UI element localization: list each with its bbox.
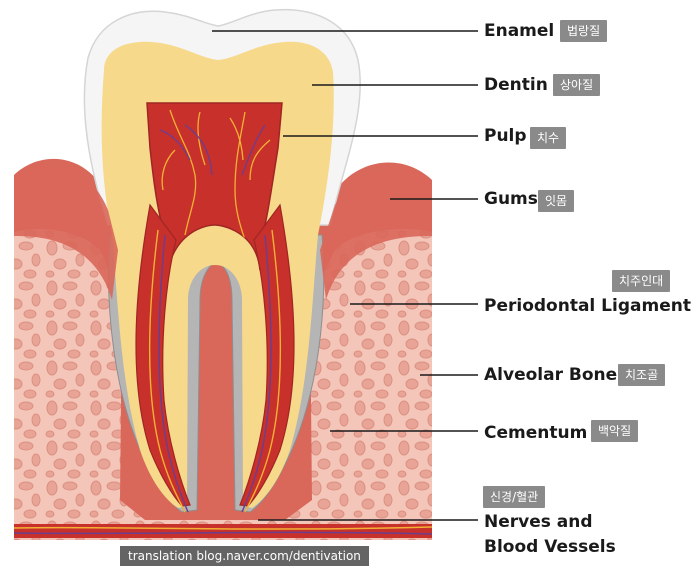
label-pulp: Pulp (484, 126, 527, 146)
blood-vessel-band (14, 524, 432, 538)
label-alveolar-korean: 치조골 (618, 364, 666, 386)
pulp-nerves (159, 109, 271, 241)
gum-edge-left (14, 166, 118, 300)
label-enamel: Enamel (484, 21, 555, 41)
label-cementum: Cementum (484, 423, 588, 443)
vessel-line-purple (13, 531, 433, 535)
translation-credit: translation blog.naver.com/dentivation (120, 546, 369, 566)
leader-lines (212, 30, 478, 521)
gum-edge-right (320, 168, 432, 300)
label-dentin-korean: 상아질 (553, 74, 601, 96)
label-gums: Gums (484, 189, 538, 209)
label-gums-korean: 잇몸 (538, 190, 575, 212)
label-cementum-korean: 백악질 (591, 420, 639, 442)
label-periodontal-korean: 치주인대 (612, 270, 671, 292)
vessel-line-yellow (13, 526, 433, 530)
label-pulp-korean: 치수 (530, 127, 567, 149)
label-nerves-korean: 신경/혈관 (483, 486, 546, 508)
label-enamel-korean: 법랑질 (560, 20, 608, 42)
label-dentin: Dentin (484, 75, 548, 95)
label-nerves-line2: Blood Vessels (484, 537, 616, 557)
root-nerves (148, 229, 282, 513)
label-alveolar: Alveolar Bone (484, 365, 618, 385)
label-nerves-line1: Nerves and (484, 512, 593, 532)
label-periodontal: Periodontal Ligament (484, 296, 691, 316)
